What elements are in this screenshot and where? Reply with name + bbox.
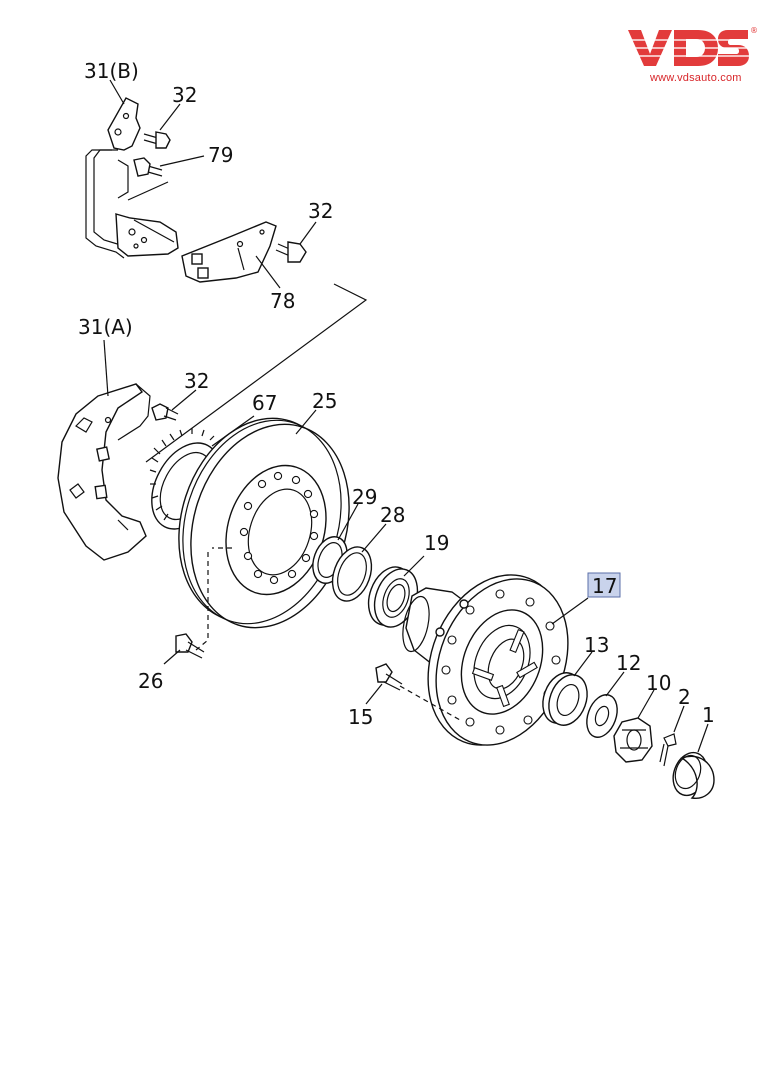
castle-nut-10 [613, 717, 653, 763]
hub-cap-1 [672, 751, 715, 799]
callout-31b: 31(B) [84, 59, 139, 83]
cotter-pin-2 [659, 733, 677, 767]
callout-15: 15 [348, 705, 373, 729]
callout-19: 19 [424, 531, 449, 555]
bearing-13 [542, 672, 588, 726]
vds-logo: ® www.vdsauto.com [628, 26, 758, 86]
callout-17-highlight [587, 572, 621, 598]
callout-31a: 31(A) [78, 315, 133, 339]
stud-15 [375, 663, 403, 691]
ring-28 [331, 546, 373, 602]
callout-2: 2 [678, 685, 691, 709]
dust-shield-bracket-31b [85, 97, 179, 259]
callout-29: 29 [352, 485, 377, 509]
callout-17: 17 [592, 574, 617, 598]
callout-25: 25 [312, 389, 337, 413]
bolt-32-upper [143, 131, 171, 149]
callout-1: 1 [702, 703, 715, 727]
callout-32-upper: 32 [172, 83, 197, 107]
callout-13: 13 [584, 633, 609, 657]
bolt-32-lower [151, 403, 179, 421]
callout-78: 78 [270, 289, 295, 313]
registered-mark: ® [750, 26, 758, 35]
callout-28: 28 [380, 503, 405, 527]
wheel-hub-17 [402, 574, 569, 746]
washer-12 [586, 694, 618, 738]
callout-67: 67 [252, 391, 277, 415]
bolt-32-right [275, 241, 307, 263]
callout-32-lower: 32 [184, 369, 209, 393]
callout-32-right: 32 [308, 199, 333, 223]
callout-26: 26 [138, 669, 163, 693]
dust-shield-31a [57, 383, 151, 561]
vds-logo-mark [628, 30, 750, 66]
callout-10: 10 [646, 671, 671, 695]
brake-disc-25 [178, 417, 350, 629]
logo-url: www.vdsauto.com [650, 72, 742, 84]
dust-shield-78 [181, 221, 277, 283]
bolt-79 [133, 157, 163, 177]
bolt-26 [175, 633, 205, 659]
callout-79: 79 [208, 143, 233, 167]
callout-12: 12 [616, 651, 641, 675]
